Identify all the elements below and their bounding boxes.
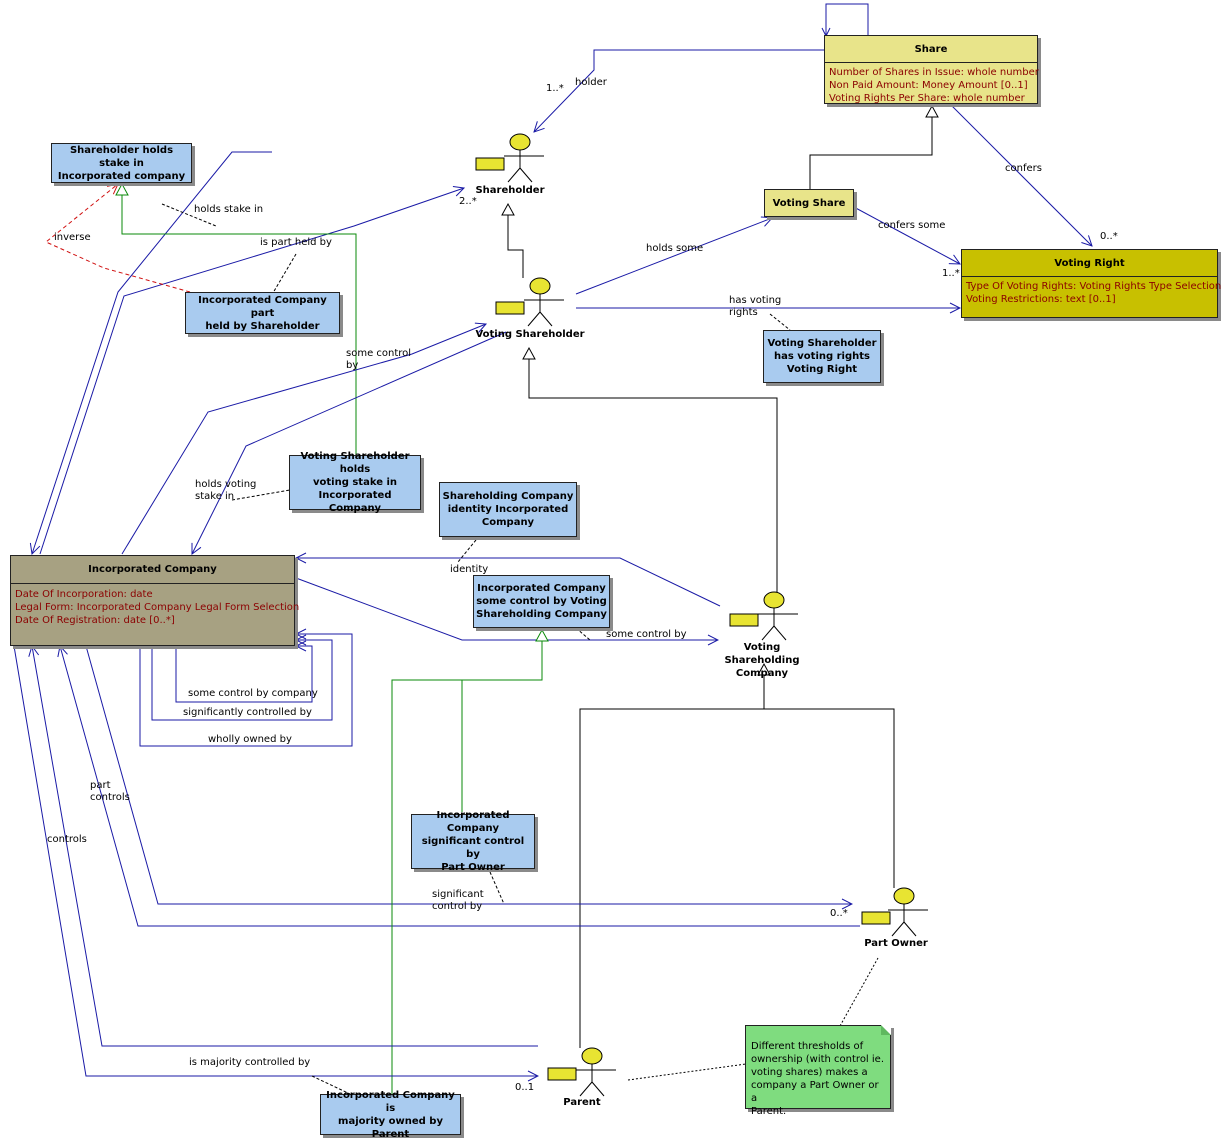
- confers-some-label: confers some: [878, 220, 946, 231]
- holds-voting-stake-in-label: holds voting stake in: [195, 479, 257, 502]
- voting-shareholder-actor-label: Voting Shareholder: [475, 329, 585, 340]
- holds-some-label: holds some: [646, 243, 704, 254]
- is-part-held-by-label: is part held by: [260, 237, 332, 248]
- inverse-dependency: [45, 184, 191, 293]
- shareholder-multiplicity: 2..*: [459, 196, 477, 207]
- significantly-controlled-by-label: significantly controlled by: [183, 707, 312, 718]
- identity-label: identity: [450, 564, 489, 575]
- voting-share-class[interactable]: Voting Share: [764, 189, 854, 217]
- share-class-title: Share: [914, 44, 948, 55]
- holder-label: holder: [575, 77, 607, 88]
- voting-right-class-attributes: Type Of Voting Rights: Voting Rights Typ…: [962, 276, 1221, 309]
- part-controls-association: [85, 645, 852, 904]
- ownership-threshold-note[interactable]: Different thresholds of ownership (with …: [745, 1025, 891, 1117]
- confers-label: confers: [1005, 163, 1042, 174]
- holds-stake-in-label: holds stake in: [194, 204, 264, 215]
- inverse-label: inverse: [54, 232, 91, 243]
- part-owner-actor-icon: [861, 887, 928, 937]
- some-control-by-association: [121, 324, 486, 555]
- some-control-by-vsc-label: some control by: [606, 629, 687, 640]
- has-voting-rights-label: has voting rights: [729, 295, 782, 318]
- holder-association: [534, 49, 826, 132]
- voting-right-multiplicity: 0..*: [1100, 231, 1118, 242]
- note-fold-corner: [881, 1025, 891, 1035]
- identity-association: [296, 558, 721, 607]
- significant-control-green-link: [461, 628, 549, 812]
- some-control-by-vsc-association: [295, 577, 718, 640]
- controls-association: [32, 646, 538, 1047]
- voting-shareholding-company-actor-icon: [729, 591, 798, 641]
- share-class[interactable]: Share Number of Shares in Issue: whole n…: [824, 35, 1039, 104]
- parent-multiplicity: 0..1: [515, 1082, 535, 1093]
- voting-shareholder-generalization: [501, 202, 524, 278]
- shareholder-actor-icon: [475, 133, 544, 183]
- note-anchor-part-owner: [839, 957, 879, 1027]
- wholly-owned-by-self: [139, 634, 353, 747]
- holds-some-association: [575, 218, 772, 295]
- confers-association: [949, 103, 1092, 246]
- shareholder-actor-label: Shareholder: [475, 185, 545, 196]
- significantly-controlled-by-self: [151, 640, 333, 721]
- part-owner-parent-generalization: [579, 664, 895, 1048]
- parent-actor-icon: [547, 1047, 616, 1097]
- incorporated-company-class-attributes: Date Of Incorporation: date Legal Form: …: [11, 583, 299, 630]
- incorporated-company-class-title: Incorporated Company: [88, 564, 217, 575]
- is-majority-controlled-by-label: is majority controlled by: [189, 1057, 311, 1068]
- part-controls-label: part controls: [90, 780, 130, 803]
- voting-right-class[interactable]: Voting Right Type Of Voting Rights: Voti…: [961, 249, 1221, 318]
- parent-actor-label: Parent: [563, 1097, 601, 1108]
- share-self-association: [825, 3, 869, 36]
- confers-some-multiplicity: 1..*: [942, 268, 960, 279]
- some-control-by-company-label: some control by company: [188, 688, 318, 699]
- voting-share-class-title: Voting Share: [772, 198, 846, 209]
- share-class-attributes: Number of Shares in Issue: whole number …: [825, 62, 1039, 108]
- some-control-by-company-self: [175, 646, 313, 703]
- holds-stake-association: [32, 151, 272, 554]
- significant-control-by-association: [60, 646, 860, 927]
- part-owner-actor-label: Part Owner: [864, 938, 928, 949]
- wholly-owned-by-label: wholly owned by: [208, 734, 292, 745]
- holder-multiplicity: 1..*: [546, 83, 564, 94]
- controls-label: controls: [47, 834, 87, 845]
- confers-some-association: [851, 205, 960, 264]
- voting-share-generalization: [809, 104, 939, 190]
- voting-shareholding-company-actor-label: Voting Shareholding Company: [724, 642, 800, 679]
- voting-shareholder-actor-icon: [495, 277, 564, 327]
- some-control-by-label: some control by: [346, 348, 412, 371]
- voting-right-class-title: Voting Right: [1054, 258, 1125, 269]
- significant-control-by-label: significant control by: [432, 889, 484, 912]
- incorporated-company-class[interactable]: Incorporated Company Date Of Incorporati…: [10, 555, 299, 646]
- holds-voting-stake-association: [192, 331, 507, 554]
- is-part-held-by-association: [39, 188, 464, 555]
- vsc-generalization: [522, 346, 778, 592]
- note-anchor-parent: [627, 1063, 747, 1081]
- holds-voting-stake-green-link: [115, 182, 357, 456]
- majority-owned-green-link: [391, 679, 462, 1094]
- majority-controlled-association: [13, 645, 538, 1076]
- part-owner-multiplicity: 0..*: [830, 908, 848, 919]
